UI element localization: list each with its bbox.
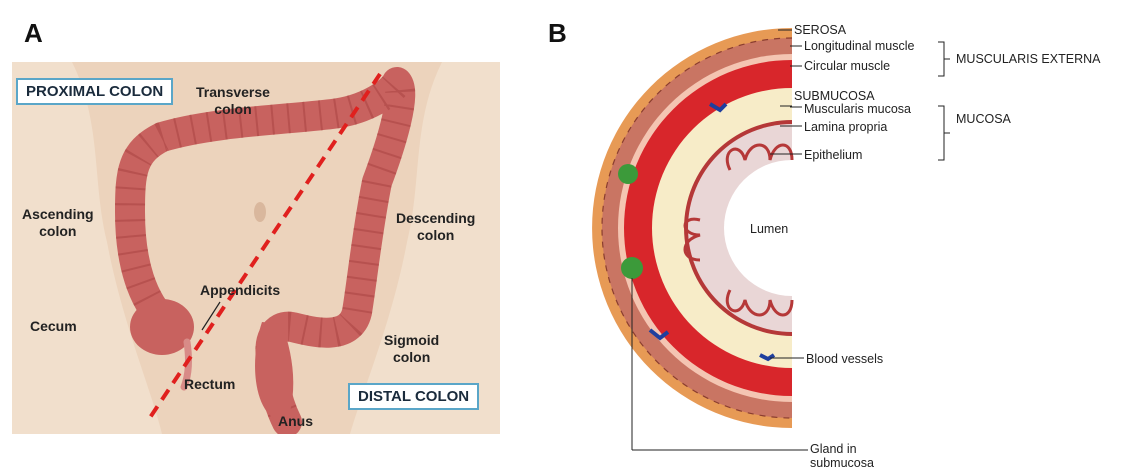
mucosa-bracket — [938, 106, 950, 160]
longitudinal-muscle-label: Longitudinal muscle — [804, 39, 915, 53]
proximal-colon-callout: PROXIMAL COLON — [16, 78, 173, 105]
mucosa-label: MUCOSA — [956, 112, 1011, 126]
epithelium-label: Epithelium — [804, 148, 862, 162]
navel — [254, 202, 266, 222]
cecum-label: Cecum — [30, 318, 77, 335]
serosa-label: SEROSA — [794, 23, 846, 37]
appendicits-label: Appendicits — [200, 282, 280, 299]
gland-shape-upper — [618, 164, 638, 184]
panel-letter-a: A — [24, 18, 43, 49]
muscularis-externa-label: MUSCULARIS EXTERNA — [956, 52, 1100, 66]
lamina-propria-label: Lamina propria — [804, 120, 887, 134]
circular-muscle-label: Circular muscle — [804, 59, 890, 73]
rectum-label: Rectum — [184, 376, 235, 393]
gland-shape-lower — [621, 257, 643, 279]
submucosa-label: SUBMUCOSA — [794, 89, 875, 103]
anus-label: Anus — [278, 413, 313, 430]
colon-wall-section: SEROSA Longitudinal muscle Circular musc… — [540, 10, 1116, 470]
wall-layers-drawing — [540, 10, 1116, 470]
muscularis-externa-bracket — [938, 42, 950, 76]
blood-vessels-label: Blood vessels — [806, 352, 883, 366]
muscularis-mucosa-label: Muscularis mucosa — [804, 102, 911, 116]
lumen-label: Lumen — [750, 222, 788, 236]
distal-colon-callout: DISTAL COLON — [348, 383, 479, 410]
